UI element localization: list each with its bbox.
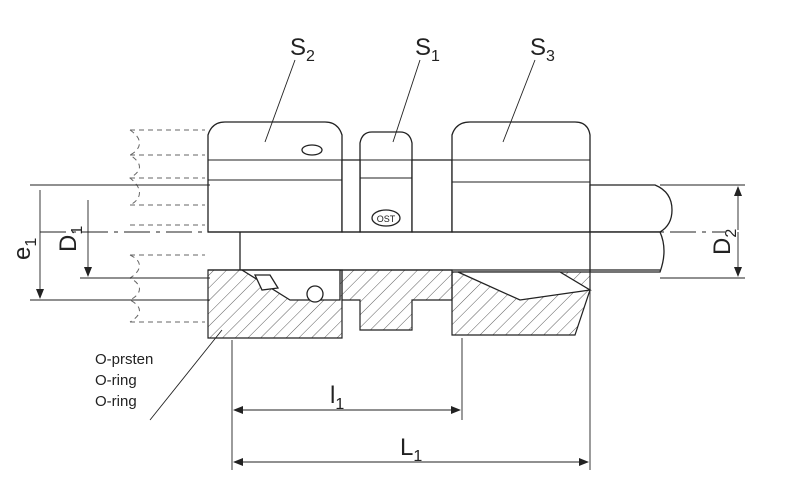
- neck-right: [411, 159, 453, 233]
- dim-d2: D2: [660, 184, 745, 279]
- label-d1: D1: [55, 226, 86, 252]
- leader-o-ring: [149, 329, 223, 421]
- label-l1: l1: [330, 382, 344, 413]
- dim-L1-big: L1: [233, 290, 591, 470]
- label-s1: S1: [415, 34, 440, 65]
- leader-s1: [392, 59, 421, 143]
- label-L1: L1: [400, 434, 422, 465]
- leader-s3: [502, 59, 536, 143]
- label-e1: e1: [9, 238, 40, 260]
- adjoining-hex-outline: [128, 129, 205, 323]
- dim-d1: D1: [55, 200, 210, 279]
- section-body: [341, 269, 453, 331]
- leader-s2: [264, 59, 296, 143]
- neck-left: [341, 159, 361, 233]
- o-ring-circle: [306, 285, 324, 303]
- seal-ring: [253, 274, 280, 291]
- nut-s3: [451, 121, 591, 233]
- label-o-prsten: O-prsten: [95, 351, 153, 368]
- label-d2: D2: [709, 229, 740, 255]
- label-o-ring-2: O-ring: [95, 393, 137, 410]
- nut-s2: [207, 121, 343, 233]
- section-view: [207, 269, 592, 339]
- label-s2: S2: [290, 34, 315, 65]
- tube-upper: [589, 184, 673, 233]
- logo-text: OST: [377, 214, 396, 224]
- dim-l1-small: l1: [231, 338, 463, 470]
- tube-lower: [589, 231, 665, 273]
- label-s3: S3: [530, 34, 555, 65]
- hex-s1: OST: [359, 131, 413, 233]
- label-o-ring-1: O-ring: [95, 372, 137, 389]
- dim-e1: e1: [9, 184, 210, 301]
